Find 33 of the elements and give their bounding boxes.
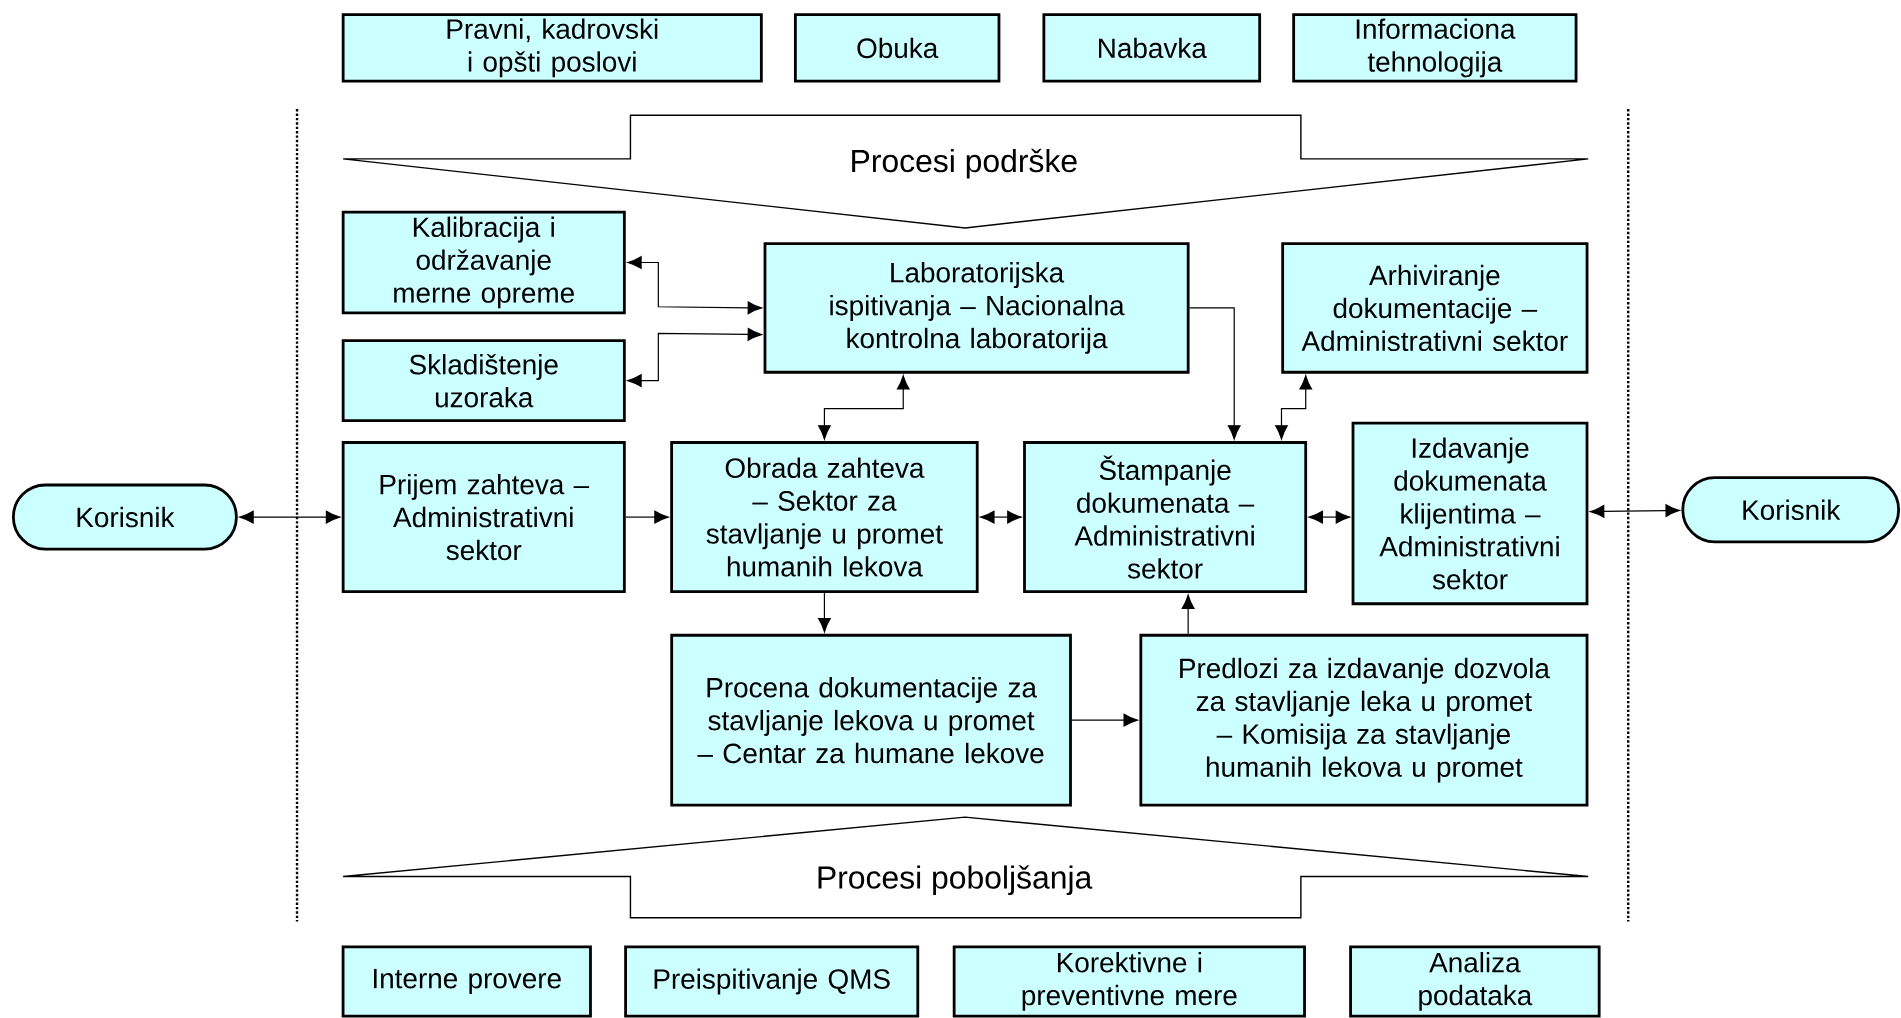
process-box: Interne provere <box>341 945 592 1018</box>
arrow <box>239 510 341 524</box>
process-box: Štampanje dokumenata – Administrativni sektor <box>1023 440 1308 593</box>
arrow <box>627 327 763 387</box>
terminal-box: Korisnik <box>12 483 238 551</box>
process-box: Obuka <box>793 13 1001 83</box>
arrow <box>1189 307 1241 440</box>
arrow <box>625 510 669 524</box>
process-box: Procena dokumentacije za stavljanje lekova u promet – Centar za humane lekove <box>670 633 1072 807</box>
process-box: Prijem zahteva – Administrativni sektor <box>341 440 626 593</box>
process-box: Laboratorijska ispitivanja – Nacionalna kontrolna laboratorija <box>763 242 1190 374</box>
process-box: Preispitivanje QMS <box>624 945 920 1018</box>
process-box: Korektivne i preventivne mere <box>952 945 1306 1018</box>
process-box: Kalibracija i održavanje merne opreme <box>341 210 626 314</box>
arrow <box>980 510 1022 524</box>
arrow <box>1275 375 1313 440</box>
process-box: Izdavanje dokumenata klijentima – Administrativni sektor <box>1351 421 1589 605</box>
arrow <box>818 375 910 440</box>
process-box: Skladištenje uzoraka <box>341 339 626 422</box>
arrow <box>1308 510 1351 524</box>
process-box: Nabavka <box>1042 13 1262 83</box>
process-box: Informaciona tehnologija <box>1292 13 1578 83</box>
arrow <box>1071 713 1138 727</box>
arrow <box>1181 594 1195 635</box>
process-box: Arhiviranje dokumentacije – Administrativni sektor <box>1281 242 1589 374</box>
arrow <box>627 255 763 315</box>
arrow <box>1589 504 1680 518</box>
terminal-box: Korisnik <box>1681 476 1900 544</box>
process-box: Predlozi za izdavanje dozvola za stavljanje leka u promet – Komisija za stavljanje humanih lekova u promet <box>1139 633 1589 807</box>
process-box: Analiza podataka <box>1349 945 1601 1018</box>
process-box: Obrada zahteva – Sektor za stavljanje u promet humanih lekova <box>670 440 979 593</box>
process-box: Pravni, kadrovski i opšti poslovi <box>341 13 763 83</box>
arrow <box>818 592 831 633</box>
